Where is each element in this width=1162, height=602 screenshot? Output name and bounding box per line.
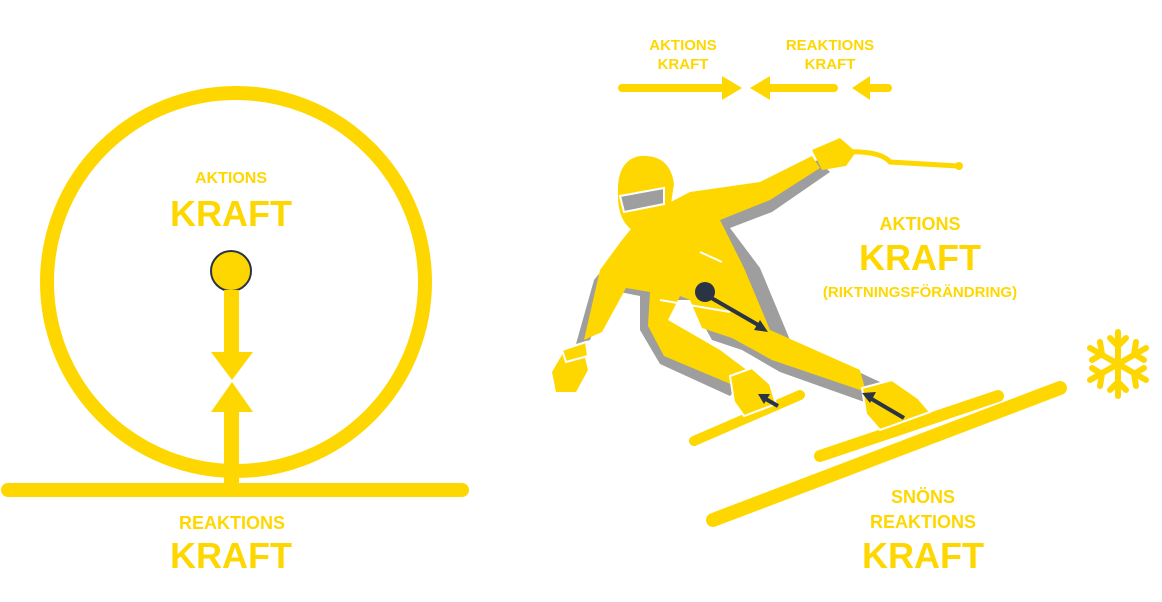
skier-force-arrows [695,282,906,420]
skier-action-note: (RIKTNINGSFÖRÄNDRING) [822,284,1018,301]
action-arrow-head [211,352,253,380]
arrow-left-small-head [852,76,870,100]
legend-action-line2: KRAFT [657,56,709,73]
ski-left [689,390,805,446]
legend-arrows [618,76,892,100]
wheel-action-label-top: AKTIONS [195,170,267,187]
ski-right [814,390,1004,462]
legend-action-line1: AKTIONS [649,37,717,54]
snowflake-icon [1087,329,1149,399]
arrow-right-head [722,76,742,100]
reaction-arrow-head [211,382,253,412]
ski-pole [839,149,961,169]
legend-reaction-line2: KRAFT [804,56,856,73]
legend-reaction-line1: REAKTIONS [785,37,875,54]
snow-reaction-line2: REAKTIONS [869,512,976,532]
left-glove-cuff [560,340,590,364]
skier-figure [552,138,963,432]
axle-center-dot [210,250,252,292]
snow-reaction-line3: KRAFT [862,535,984,576]
suit-seam-2 [699,251,723,263]
skis [689,381,1067,527]
wheel-action-label-bottom: KRAFT [170,193,292,234]
reaction-arrow-shaft [224,410,239,486]
skier-action-line2: KRAFT [859,237,981,278]
suit-seam-1 [659,299,731,313]
com-force-arrow [707,294,761,328]
long-ski [706,381,1067,527]
snow-reaction-line1: SNÖNS [890,487,955,507]
boot-left-force-arrow-head [758,394,770,404]
wheel-reaction-label-top: REAKTIONS [178,513,285,533]
action-arrow-shaft [224,290,239,354]
wheel-diagram [1,86,469,497]
skier-action-line1: AKTIONS [879,214,961,234]
right-glove [812,138,856,170]
boot-right [860,378,932,432]
boot-right-force-arrow-head [862,392,876,403]
arrow-left-head [750,76,770,100]
goggles [618,186,665,214]
com-force-arrow-head [754,320,768,332]
boot-right-force-arrow [868,396,906,420]
pole-tip [955,162,963,170]
wheel-reaction-label-bottom: KRAFT [170,535,292,576]
